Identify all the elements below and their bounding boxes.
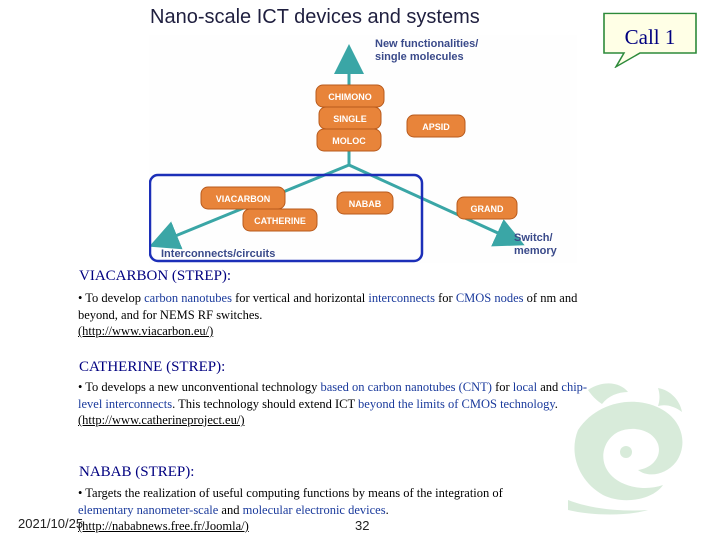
highlight-text: chip-level interconnects [78, 380, 588, 411]
viacarbon-description: • To develop carbon nanotubes for vertic… [78, 290, 608, 340]
callout-bubble: Call 1 [603, 12, 697, 68]
highlight-frame [149, 173, 424, 263]
project-label-single: SINGLE [333, 114, 367, 124]
project-box-viacarbon: VIACARBON [200, 186, 286, 210]
highlight-text: based on carbon nanotubes (CNT) [320, 380, 492, 394]
project-box-grand: GRAND [456, 196, 518, 220]
highlight-text: elementary nanometer-scale [78, 502, 219, 517]
text: To develop [82, 291, 145, 305]
bullet: • [78, 380, 83, 394]
highlight-text: CMOS nodes [455, 291, 524, 305]
highlight-text: carbon nanotubes [144, 291, 232, 305]
project-label-moloc: MOLOC [332, 136, 366, 146]
nabab-link[interactable]: (http://nababnews.free.fr/Joomla/) [78, 519, 249, 533]
axis-label-bottom-right-1: Switch/ [514, 232, 553, 244]
catherine-heading: CATHERINE (STREP): [79, 359, 226, 375]
text: . This technology should extend ICT [172, 396, 359, 411]
axis-label-bottom-right-2: memory [514, 245, 558, 257]
text: for [491, 380, 513, 394]
highlight-text: beyond the limits of CMOS technology [358, 396, 555, 411]
text: . [385, 502, 389, 517]
text: To develops a new unconventional technol… [82, 380, 321, 394]
highlight-text: molecular electronic devices [242, 502, 386, 517]
axis-label-bottom-left: Interconnects/circuits [161, 248, 275, 260]
nabab-description: • Targets the realization of useful comp… [78, 485, 548, 535]
project-box-catherine: CATHERINE [242, 208, 318, 232]
text: Targets the realization of useful comput… [82, 486, 503, 500]
project-box-moloc: MOLOC [316, 128, 382, 152]
viacarbon-link[interactable]: (http://www.viacarbon.eu/) [78, 324, 214, 338]
project-box-chimono: CHIMONO [315, 84, 385, 108]
project-box-apsid: APSID [406, 114, 466, 138]
project-map-diagram: New functionalities/ single molecules In… [149, 35, 577, 263]
axis-label-top-1: New functionalities/ [375, 38, 478, 50]
text: of nm and beyond, and for NEMS RF switch… [78, 291, 578, 322]
highlight-text: local [512, 380, 538, 394]
project-label-viacarbon: VIACARBON [216, 194, 271, 204]
footer-date: 2021/10/25 [18, 516, 84, 531]
nabab-heading: NABAB (STREP): [79, 464, 195, 480]
viacarbon-heading: VIACARBON (STREP): [79, 268, 232, 284]
text: and [218, 502, 243, 517]
project-box-nabab: NABAB [336, 191, 394, 215]
dragon-watermark-icon [568, 383, 683, 515]
project-label-nabab: NABAB [349, 199, 382, 209]
project-label-grand: GRAND [471, 204, 504, 214]
project-label-catherine: CATHERINE [254, 216, 306, 226]
project-label-chimono: CHIMONO [328, 92, 372, 102]
arrow-right [348, 163, 525, 247]
page-number: 32 [355, 518, 370, 533]
text: and [537, 380, 562, 394]
bullet: • [78, 291, 83, 305]
slide-title: Nano-scale ICT devices and systems [150, 6, 480, 28]
project-box-single: SINGLE [318, 106, 382, 130]
catherine-description: • To develops a new unconventional techn… [78, 379, 608, 429]
text: . [554, 396, 558, 411]
callout-text: Call 1 [625, 25, 676, 49]
catherine-link[interactable]: (http://www.catherineproject.eu/) [78, 413, 245, 427]
text: for [435, 291, 456, 305]
project-label-apsid: APSID [422, 122, 450, 132]
highlight-text: interconnects [368, 291, 435, 305]
text: for vertical and horizontal [231, 291, 369, 305]
bullet: • [78, 486, 83, 500]
axis-label-top-2: single molecules [375, 51, 464, 63]
